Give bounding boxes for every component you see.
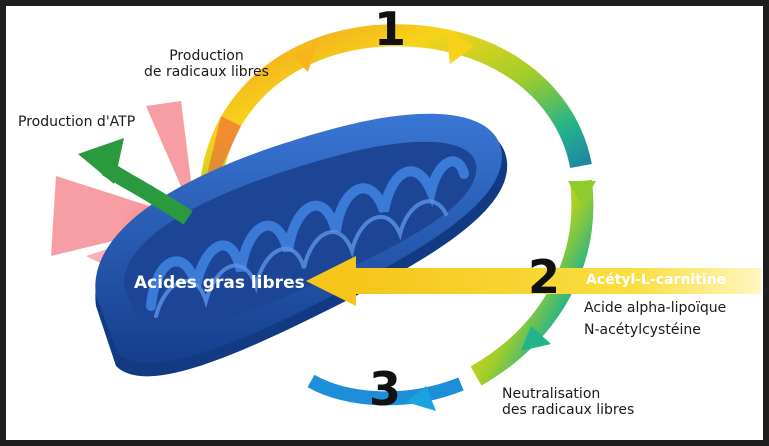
step-number-2: 2 <box>528 250 561 304</box>
step-number-3: 3 <box>369 362 402 416</box>
diagram-frame: 1 2 3 Production de radicaux libres Prod… <box>6 6 763 440</box>
cycle-arc-right <box>470 179 594 386</box>
fatty-acids-label: Acides gras libres <box>134 273 305 293</box>
atp-production-label: Production d'ATP <box>18 114 136 130</box>
lipoic-acid-label: Acide alpha-lipoïque <box>584 300 727 316</box>
cycle-arrowhead-right <box>568 181 596 206</box>
mitochondria-diagram <box>51 24 761 411</box>
cycle-arrowhead-top <box>292 42 318 72</box>
yellow-input-arrow <box>306 256 761 306</box>
acetyl-carnitine-label: Acétyl-L-carnitine <box>586 272 727 288</box>
cycle-arrowhead-topright <box>446 31 474 64</box>
cycle-arc-top <box>199 24 592 207</box>
atp-arrow <box>78 138 193 225</box>
cycle-arrows <box>199 24 596 411</box>
nac-label: N-acétylcystéine <box>584 322 701 338</box>
cycle-arrowhead-lowright <box>521 326 551 351</box>
radicals-production-label: Production de radicaux libres <box>144 48 269 81</box>
cycle-arc-bottom <box>307 374 464 406</box>
step-number-1: 1 <box>374 6 407 56</box>
cycle-arrowhead-bottom <box>406 386 436 411</box>
mitochondrion <box>95 113 508 377</box>
neutralisation-label: Neutralisation des radicaux libres <box>502 386 635 419</box>
